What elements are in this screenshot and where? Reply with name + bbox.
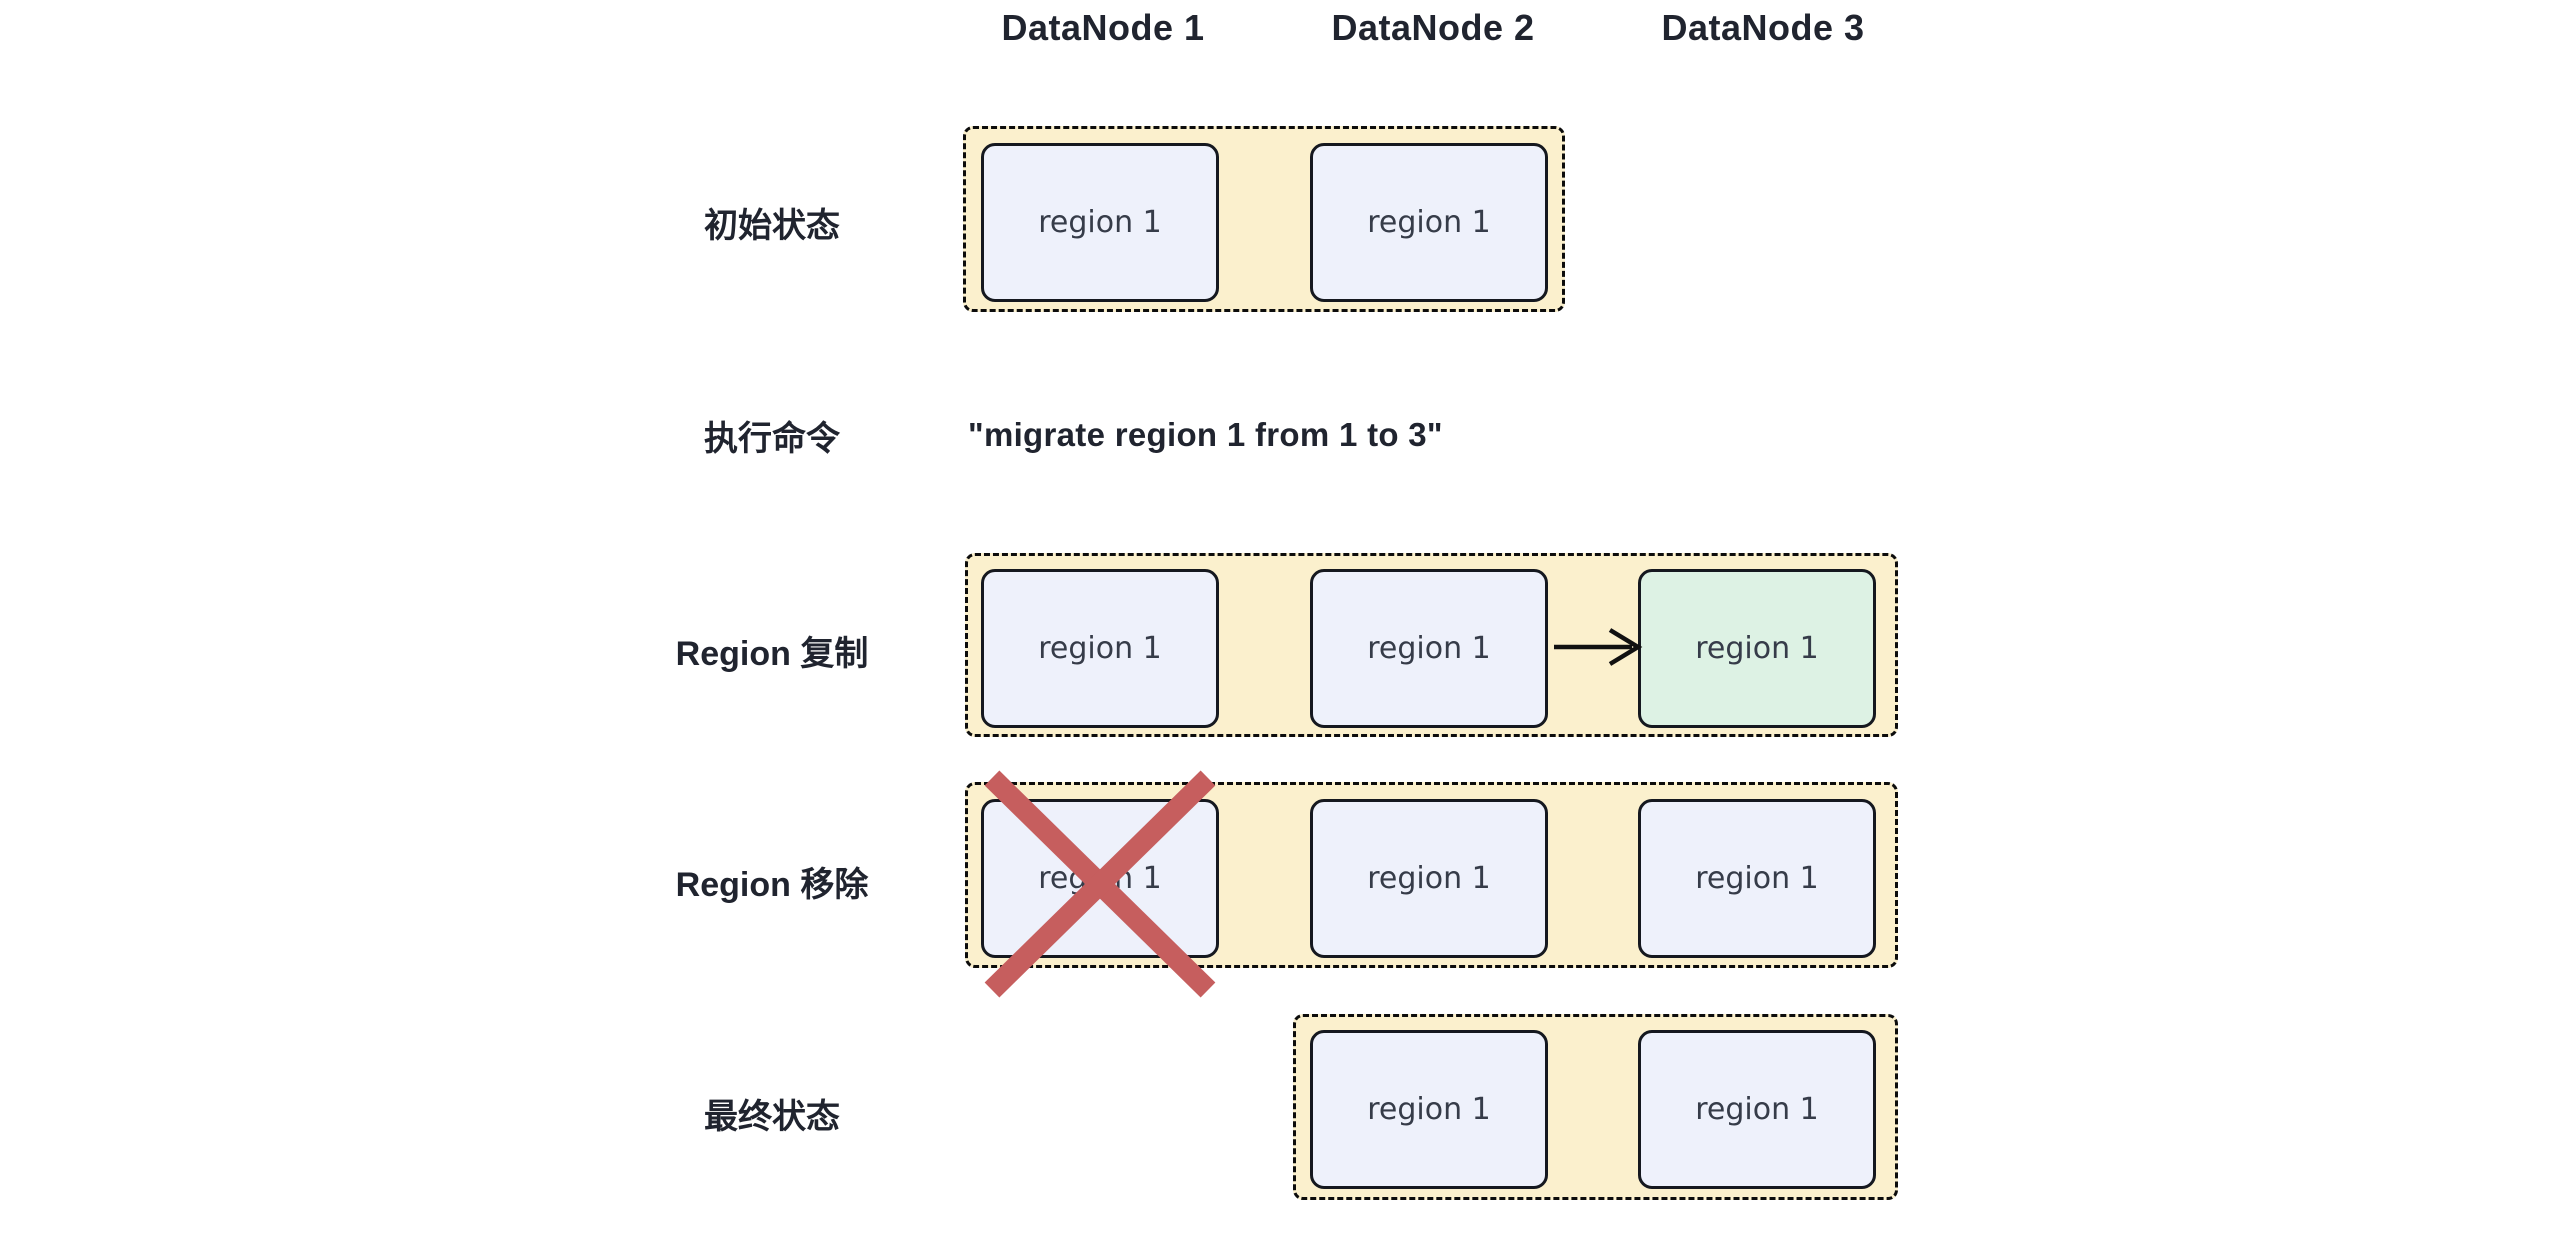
command-text: "migrate region 1 from 1 to 3" [968,416,1443,453]
row-label-region-copy: Region 复制 [675,634,869,673]
removal-cross-icon [978,770,1222,998]
row-label-execute-command: 执行命令 [704,419,840,458]
group-initial-state: region 1 region 1 [963,126,1565,312]
right-arrow-icon [1548,627,1648,667]
region-box-new-replica: region 1 [1638,569,1876,728]
region-box: region 1 [981,569,1219,728]
group-region-remove: region 1 region 1 region 1 [965,782,1898,968]
group-final-state: region 1 region 1 [1293,1014,1898,1200]
region-box: region 1 [1638,799,1876,958]
region-box: region 1 [1310,143,1548,302]
region-box: region 1 [1310,569,1548,728]
row-label-initial-state: 初始状态 [704,206,840,245]
row-label-final-state: 最终状态 [704,1097,840,1136]
column-header-datanode-2: DataNode 2 [1331,7,1535,48]
region-box: region 1 [1310,1030,1548,1189]
column-header-datanode-3: DataNode 3 [1661,7,1865,48]
region-box: region 1 [1310,799,1548,958]
region-box: region 1 [1638,1030,1876,1189]
group-region-copy: region 1 region 1 region 1 [965,553,1898,737]
row-label-region-remove: Region 移除 [675,865,869,904]
region-box: region 1 [981,143,1219,302]
column-header-datanode-1: DataNode 1 [1001,7,1205,48]
